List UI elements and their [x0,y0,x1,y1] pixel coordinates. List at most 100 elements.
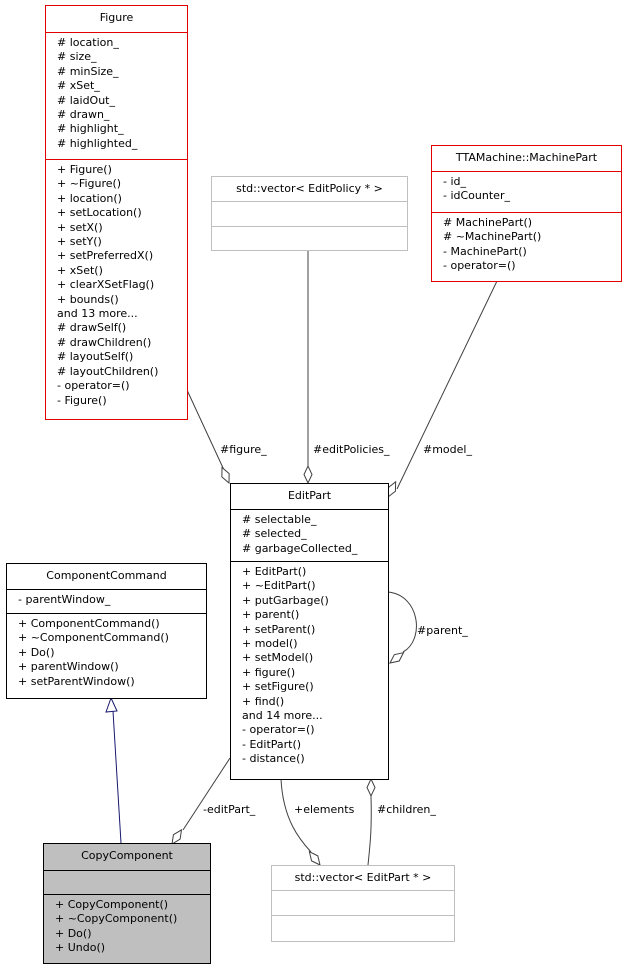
method: # layoutSelf() [57,350,134,364]
method: + model() [242,637,298,651]
method: + setLocation() [57,206,142,220]
edge-figure [186,389,225,471]
attributes-compartment [212,201,407,226]
method: - operator=() [443,259,516,273]
aggregation-diamond-edit-policies [303,464,313,485]
method: + xSet() [57,263,103,277]
class-name: CopyComponent [81,849,173,862]
aggregation-diamond-children [366,777,376,798]
method: - operator=() [242,723,315,737]
attribute: - parentWindow_ [18,593,111,606]
methods-compartment: + CopyComponent()+ ~CopyComponent()+ Do(… [44,894,210,956]
edge-label-elements: +elements [294,803,355,816]
method: + Undo() [55,941,106,955]
attribute: # selected_ [242,527,307,541]
edge-elements [280,778,312,853]
method: + setX() [57,220,103,234]
method: + setFigure() [242,680,314,694]
aggregation-diamond-edit-part [171,828,183,845]
edge-label-edit-part: -editPart_ [203,803,256,816]
methods-compartment [272,915,454,919]
class-edit-policy-vector[interactable]: std::vector< EditPolicy * > [211,176,408,251]
method: + Do() [55,926,92,940]
class-name: ComponentCommand [46,569,167,582]
aggregation-diamond-parent [389,651,405,664]
attributes-compartment [44,870,210,894]
method: # layoutChildren() [57,364,159,378]
more-members: and 14 more... [242,709,323,723]
method: + EditPart() [242,565,307,578]
method: + setY() [57,235,102,249]
attributes-compartment: # selectable_# selected_# garbageCollect… [231,509,388,561]
more-members: and 13 more... [57,307,138,321]
class-name: EditPart [287,489,332,502]
class-name: Figure [99,11,134,24]
aggregation-diamond-model [387,480,397,499]
methods-compartment: # MachinePart()# ~MachinePart()- Machine… [432,212,621,274]
method: # drawChildren() [57,335,152,349]
method: + CopyComponent() [55,898,169,911]
method: + figure() [242,665,296,679]
method: # drawSelf() [57,321,127,335]
edge-label-edit-policies: #editPolicies_ [313,443,390,456]
edge-edit-part [182,757,231,831]
method: + find() [242,694,285,708]
attribute: - id_ [443,175,467,188]
attribute: # garbageCollected_ [242,541,358,555]
method: - Figure() [57,393,107,407]
method: + setParentWindow() [18,674,135,688]
method: - distance() [242,752,305,766]
inherit-arrowhead [105,696,118,713]
class-copy-component[interactable]: CopyComponent + CopyComponent()+ ~CopyCom… [43,843,211,964]
method: # MachinePart() [443,216,533,229]
method: + bounds() [57,292,119,306]
method: + ~Figure() [57,177,122,191]
method: + location() [57,191,122,205]
attribute: # location_ [57,36,119,49]
attribute: # laidOut_ [57,93,115,107]
methods-compartment [212,226,407,230]
method: + clearXSetFlag() [57,278,155,292]
aggregation-diamond-elements [308,850,321,866]
method: + ~EditPart() [242,579,316,593]
attribute: # highlight_ [57,122,124,136]
method: + parent() [242,608,300,622]
method: + putGarbage() [242,593,329,607]
method: - operator=() [57,379,130,393]
class-machine-part[interactable]: TTAMachine::MachinePart- id_- idCounter_… [431,145,622,282]
edge-label-figure: #figure_ [220,443,267,456]
attributes-compartment: - id_- idCounter_ [432,171,621,212]
attributes-compartment: - parentWindow_ [7,589,206,613]
class-edit-part-vector[interactable]: std::vector< EditPart * > [271,865,455,942]
methods-compartment: + Figure()+ ~Figure()+ location()+ setLo… [46,159,187,408]
method: - MachinePart() [443,244,527,258]
methods-compartment: + ComponentCommand()+ ~ComponentCommand(… [7,613,206,689]
attribute: # size_ [57,50,97,64]
class-figure[interactable]: Figure # location_# size_# minSize_# xSet… [45,5,188,420]
method: + ~CopyComponent() [55,912,178,926]
attributes-compartment [272,890,454,915]
aggregation-diamond-figure [221,466,230,485]
attribute: # xSet_ [57,79,100,93]
method: - EditPart() [242,737,302,751]
methods-compartment: + EditPart()+ ~EditPart()+ putGarbage()+… [231,561,388,767]
attribute: # highlighted_ [57,136,138,150]
method: + parentWindow() [18,660,119,674]
class-name: std::vector< EditPart * > [294,871,432,884]
method: + ComponentCommand() [18,617,160,630]
class-component-command[interactable]: ComponentCommand - parentWindow_ + Compone… [6,563,207,699]
method: + Figure() [57,163,112,176]
attributes-compartment: # location_# size_# minSize_# xSet_# lai… [46,32,187,159]
method: + Do() [18,645,55,659]
attribute: # selectable_ [242,513,317,526]
edge-label-parent: #parent_ [417,624,468,637]
attribute: - idCounter_ [443,189,510,203]
method: + setPreferredX() [57,249,154,263]
edge-parent [387,591,417,653]
edge-children [367,795,372,866]
class-edit-part[interactable]: EditPart # selectable_# selected_# garbag… [230,483,389,780]
class-name: TTAMachine::MachinePart [455,151,598,164]
attribute: # minSize_ [57,64,119,78]
method: + setParent() [242,622,316,636]
